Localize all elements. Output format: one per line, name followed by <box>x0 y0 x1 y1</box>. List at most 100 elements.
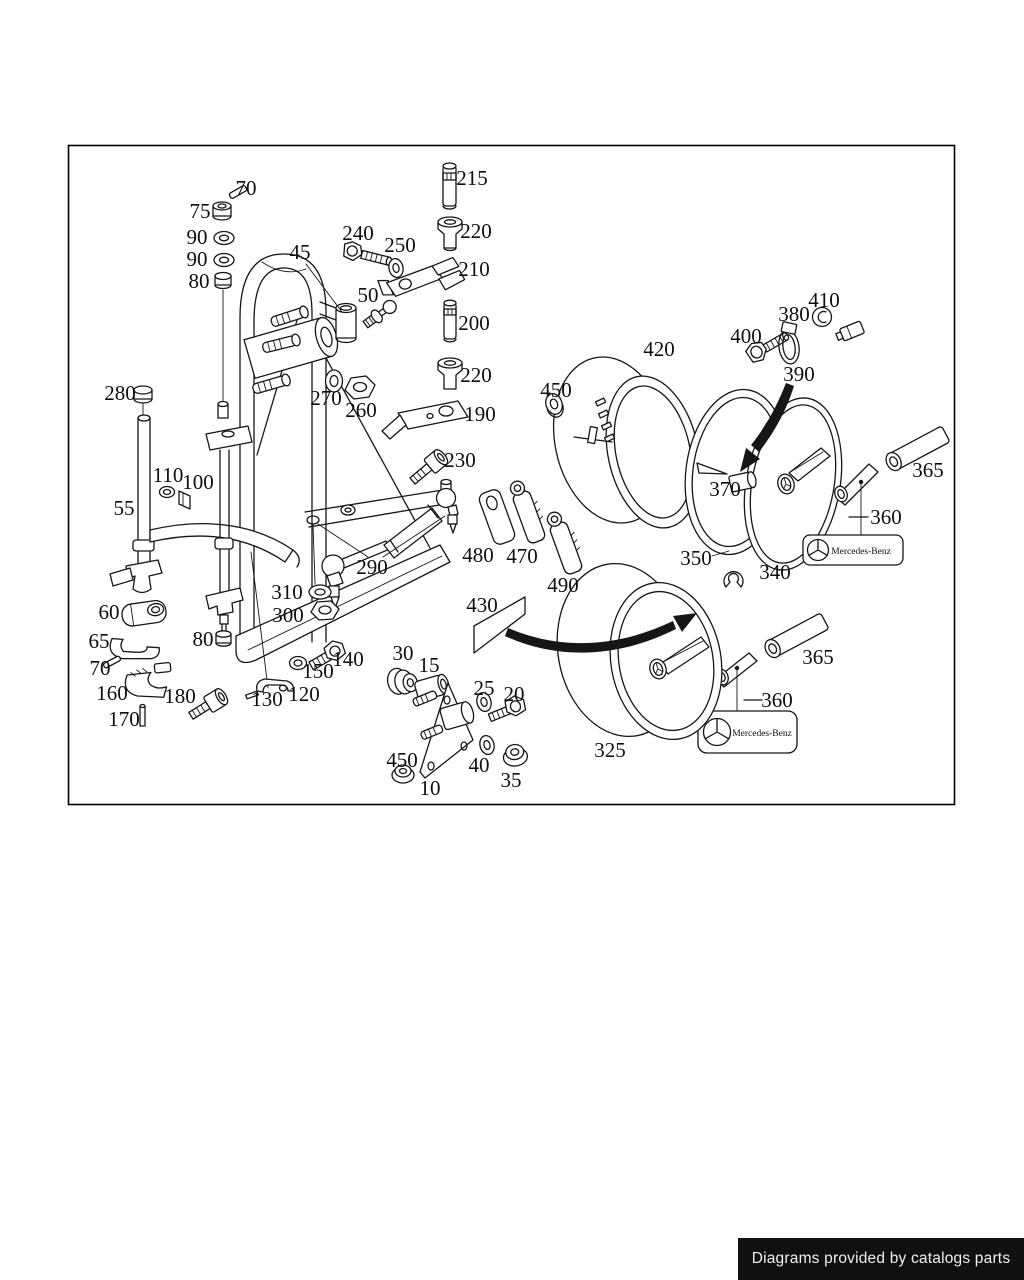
part-100-wedge <box>178 490 191 510</box>
part-450-grommet <box>545 393 564 418</box>
mercedes-badge-label: Mercedes-Benz <box>732 729 792 739</box>
callout-35: 35 <box>501 768 522 792</box>
callout-370: 370 <box>709 477 741 501</box>
part-325-wheel-cover <box>556 562 723 741</box>
callout-130: 130 <box>251 687 283 711</box>
part-210-clevis <box>377 256 466 297</box>
mercedes-badge-label: Mercedes-Benz <box>831 547 891 557</box>
arrow-390 <box>740 383 794 472</box>
frame-stud <box>261 333 301 353</box>
callout-480: 480 <box>462 543 494 567</box>
callout-140: 140 <box>332 647 364 671</box>
callout-110: 110 <box>153 463 184 487</box>
part-310-ring <box>308 584 332 600</box>
mercedes-badge: Mercedes-Benz <box>697 710 798 754</box>
part-45-carrier-frame <box>235 253 451 664</box>
part-360-plate <box>834 463 879 536</box>
callout-270: 270 <box>310 386 342 410</box>
part-260-nut <box>344 375 376 400</box>
part-390-clamp <box>778 321 800 365</box>
part-215-pin <box>442 162 457 210</box>
tread-slots <box>594 397 616 443</box>
callout-30: 30 <box>393 641 414 665</box>
part-220-bushing <box>437 357 463 390</box>
callout-50: 50 <box>358 283 379 307</box>
part-410-nut <box>811 306 833 328</box>
callout-90: 90 <box>187 247 208 271</box>
callout-470: 470 <box>506 544 538 568</box>
callout-10: 10 <box>420 776 441 800</box>
part-270-washer <box>324 369 344 393</box>
part-365-plate <box>764 613 829 659</box>
callout-360: 360 <box>870 505 902 529</box>
callout-280: 280 <box>104 381 136 405</box>
callout-420: 420 <box>643 337 675 361</box>
part-70-pin <box>228 184 248 200</box>
part-160-clamp-bracket <box>124 661 172 698</box>
part-20-bolt <box>487 695 527 723</box>
callout-70: 70 <box>90 656 111 680</box>
callout-190: 190 <box>464 402 496 426</box>
callout-150: 150 <box>302 659 334 683</box>
part-370-stub <box>696 462 757 493</box>
part-220-bushing <box>437 216 463 252</box>
callout-250: 250 <box>384 233 416 257</box>
callout-215: 215 <box>456 166 488 190</box>
part-50-ball-stud <box>362 299 397 329</box>
callout-60: 60 <box>99 600 120 624</box>
part-365-plate <box>885 426 950 472</box>
part-180-bolt <box>188 688 229 720</box>
part-190-bracket <box>381 400 469 440</box>
callout-220: 220 <box>460 219 492 243</box>
callout-490: 490 <box>547 573 579 597</box>
footer-bar: Diagrams provided by catalogs parts <box>738 1238 1024 1280</box>
part-80-bushing <box>215 630 232 647</box>
callout-450: 450 <box>386 748 418 772</box>
part-10-bracket <box>412 682 475 779</box>
part-340-wheel-cover <box>743 397 843 571</box>
callout-230: 230 <box>444 448 476 472</box>
carrier-support-rod <box>205 400 253 634</box>
footer-text: Diagrams provided by catalogs parts <box>751 1250 1011 1267</box>
callout-390: 390 <box>783 362 815 386</box>
part-400-screw <box>745 332 790 363</box>
callout-40: 40 <box>469 753 490 777</box>
part-40-washer <box>479 734 495 756</box>
part-55-guide-tube <box>109 414 300 594</box>
part-25-washer <box>476 691 492 713</box>
callout-25: 25 <box>474 676 495 700</box>
callout-450: 450 <box>540 378 572 402</box>
callout-80: 80 <box>193 627 214 651</box>
callout-365: 365 <box>802 645 834 669</box>
callout-340: 340 <box>759 560 791 584</box>
part-75-cap <box>212 201 232 221</box>
frame-stud <box>252 373 291 394</box>
part-35-nut <box>502 743 529 767</box>
part-60-rod-end <box>121 599 167 627</box>
part-380-block <box>835 320 865 342</box>
part-70-pin <box>102 655 122 669</box>
callout-410: 410 <box>808 288 840 312</box>
part-140-bolt <box>308 640 347 671</box>
callout-300: 300 <box>272 603 304 627</box>
part-280-cap <box>133 385 153 417</box>
callout-220: 220 <box>460 363 492 387</box>
part-290-gas-strut <box>317 478 459 610</box>
callout-45: 45 <box>290 240 311 264</box>
callout-80: 80 <box>189 269 210 293</box>
callout-200: 200 <box>458 311 490 335</box>
arrow-curved <box>505 613 697 653</box>
part-300-nut <box>310 600 340 621</box>
part-470-pad <box>509 480 546 544</box>
callout-100: 100 <box>182 470 214 494</box>
callout-310: 310 <box>271 580 303 604</box>
callout-90: 90 <box>187 225 208 249</box>
part-250-washer <box>388 257 404 279</box>
part-90-washer <box>213 230 235 246</box>
callout-350: 350 <box>680 546 712 570</box>
frame-stud <box>270 305 309 327</box>
callout-15: 15 <box>419 653 440 677</box>
callout-380: 380 <box>778 302 810 326</box>
